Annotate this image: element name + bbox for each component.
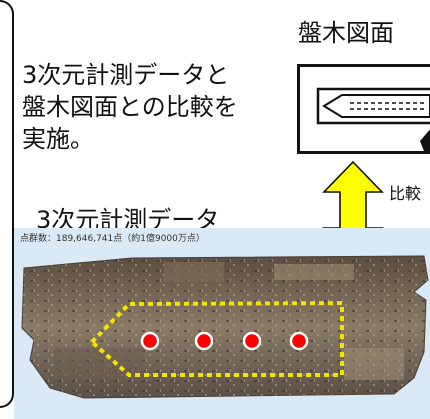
compare-label: 比較 — [387, 180, 424, 204]
photo-caption: 点群数：189,646,741点（約1億9000万点） — [20, 234, 205, 244]
block-drawing-label: 盤木図面 — [298, 19, 394, 47]
marker-circle-2 — [194, 331, 214, 351]
marker-circle-1 — [140, 331, 160, 351]
description-text: 3次元計測データと 盤木図面との比較を 実施。 — [22, 59, 284, 155]
point-cloud-image: 点群数：189,646,741点（約1億9000万点） — [14, 228, 430, 419]
description-line-2: 盤木図面との比較を — [22, 93, 238, 121]
description-line-3: 実施。 — [22, 125, 94, 153]
description-line-1: 3次元計測データと — [22, 61, 230, 89]
block-drawing-thumbnail — [297, 64, 430, 154]
marker-circle-3 — [242, 331, 262, 351]
point-cloud-ship-icon — [14, 228, 430, 419]
marker-circle-4 — [289, 331, 309, 351]
ship-outline-drawing-icon — [316, 87, 430, 151]
left-frame-border — [0, 0, 14, 408]
